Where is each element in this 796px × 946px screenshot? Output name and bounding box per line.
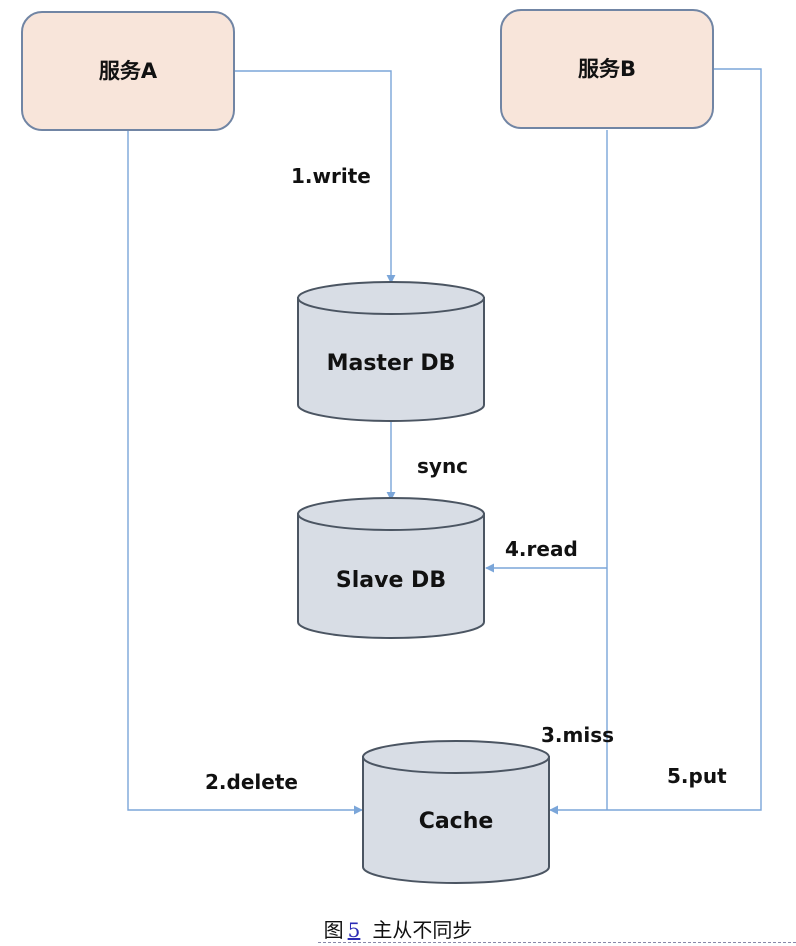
read-label: 4.read	[505, 537, 578, 561]
slave-db-node: Slave DB	[297, 497, 485, 639]
service-b-label: 服务B	[578, 57, 636, 81]
caption-title: 主从不同步	[372, 918, 473, 942]
sync-label: sync	[417, 454, 468, 478]
caption-prefix: 图	[323, 918, 344, 942]
service-a-node: 服务A	[21, 11, 235, 131]
service-a-label: 服务A	[99, 59, 158, 83]
write-label: 1.write	[291, 164, 371, 188]
put-arrow	[607, 68, 762, 811]
put-label: 5.put	[667, 764, 727, 788]
master-db-label: Master DB	[327, 351, 456, 376]
connectors	[127, 68, 762, 815]
write-arrow	[235, 70, 396, 284]
service-b-node: 服务B	[500, 9, 714, 129]
delete-arrow	[127, 131, 363, 815]
cache-node: Cache	[362, 740, 550, 884]
caption-figure-number: 5	[347, 918, 361, 942]
master-db-node: Master DB	[297, 281, 485, 422]
cache-label: Cache	[419, 809, 494, 834]
miss-label: 3.miss	[541, 723, 614, 747]
slave-db-label: Slave DB	[336, 568, 446, 593]
caption-divider	[318, 942, 796, 943]
delete-label: 2.delete	[205, 770, 298, 794]
